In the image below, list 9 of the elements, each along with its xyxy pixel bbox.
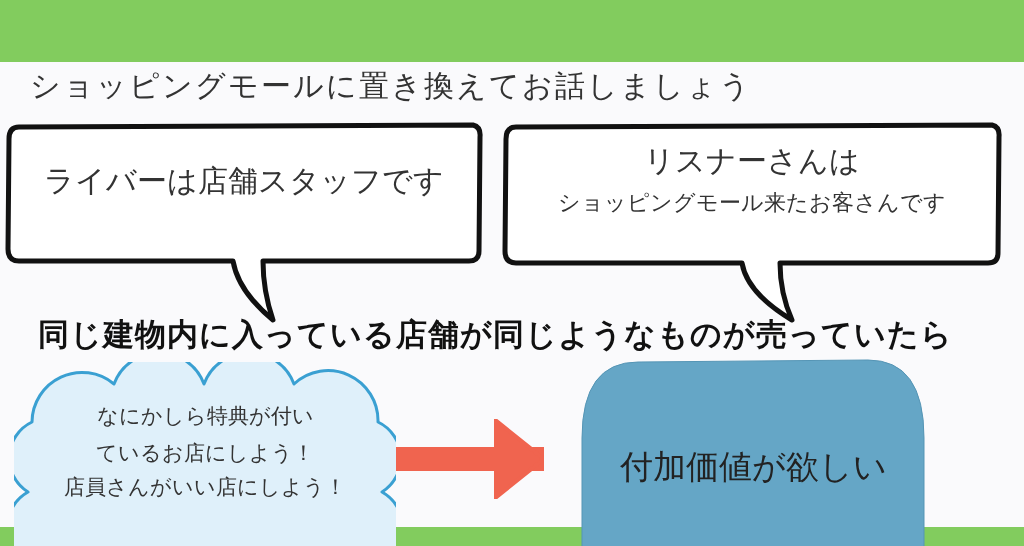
bubble-text: 付加価値が欲しい [618,446,888,488]
bubble-text: ライバーは店舗スタッフです [43,162,445,200]
caption-text: 同じ建物内に入っている店舗が同じようなものが売っていたら [38,315,953,354]
arrow [396,417,546,501]
bubble-text: リスナーさんは [643,142,861,180]
bubble-text: ショッピングモール来たお客さんです [557,189,947,217]
bubble-text: なにかしら特典が付いているお店にしよう！ [95,403,315,467]
slide-title: ショッピングモールに置き換えてお話しましょう [30,67,752,105]
bubble-text: 店員さんがいい店にしよう！ [63,474,347,501]
